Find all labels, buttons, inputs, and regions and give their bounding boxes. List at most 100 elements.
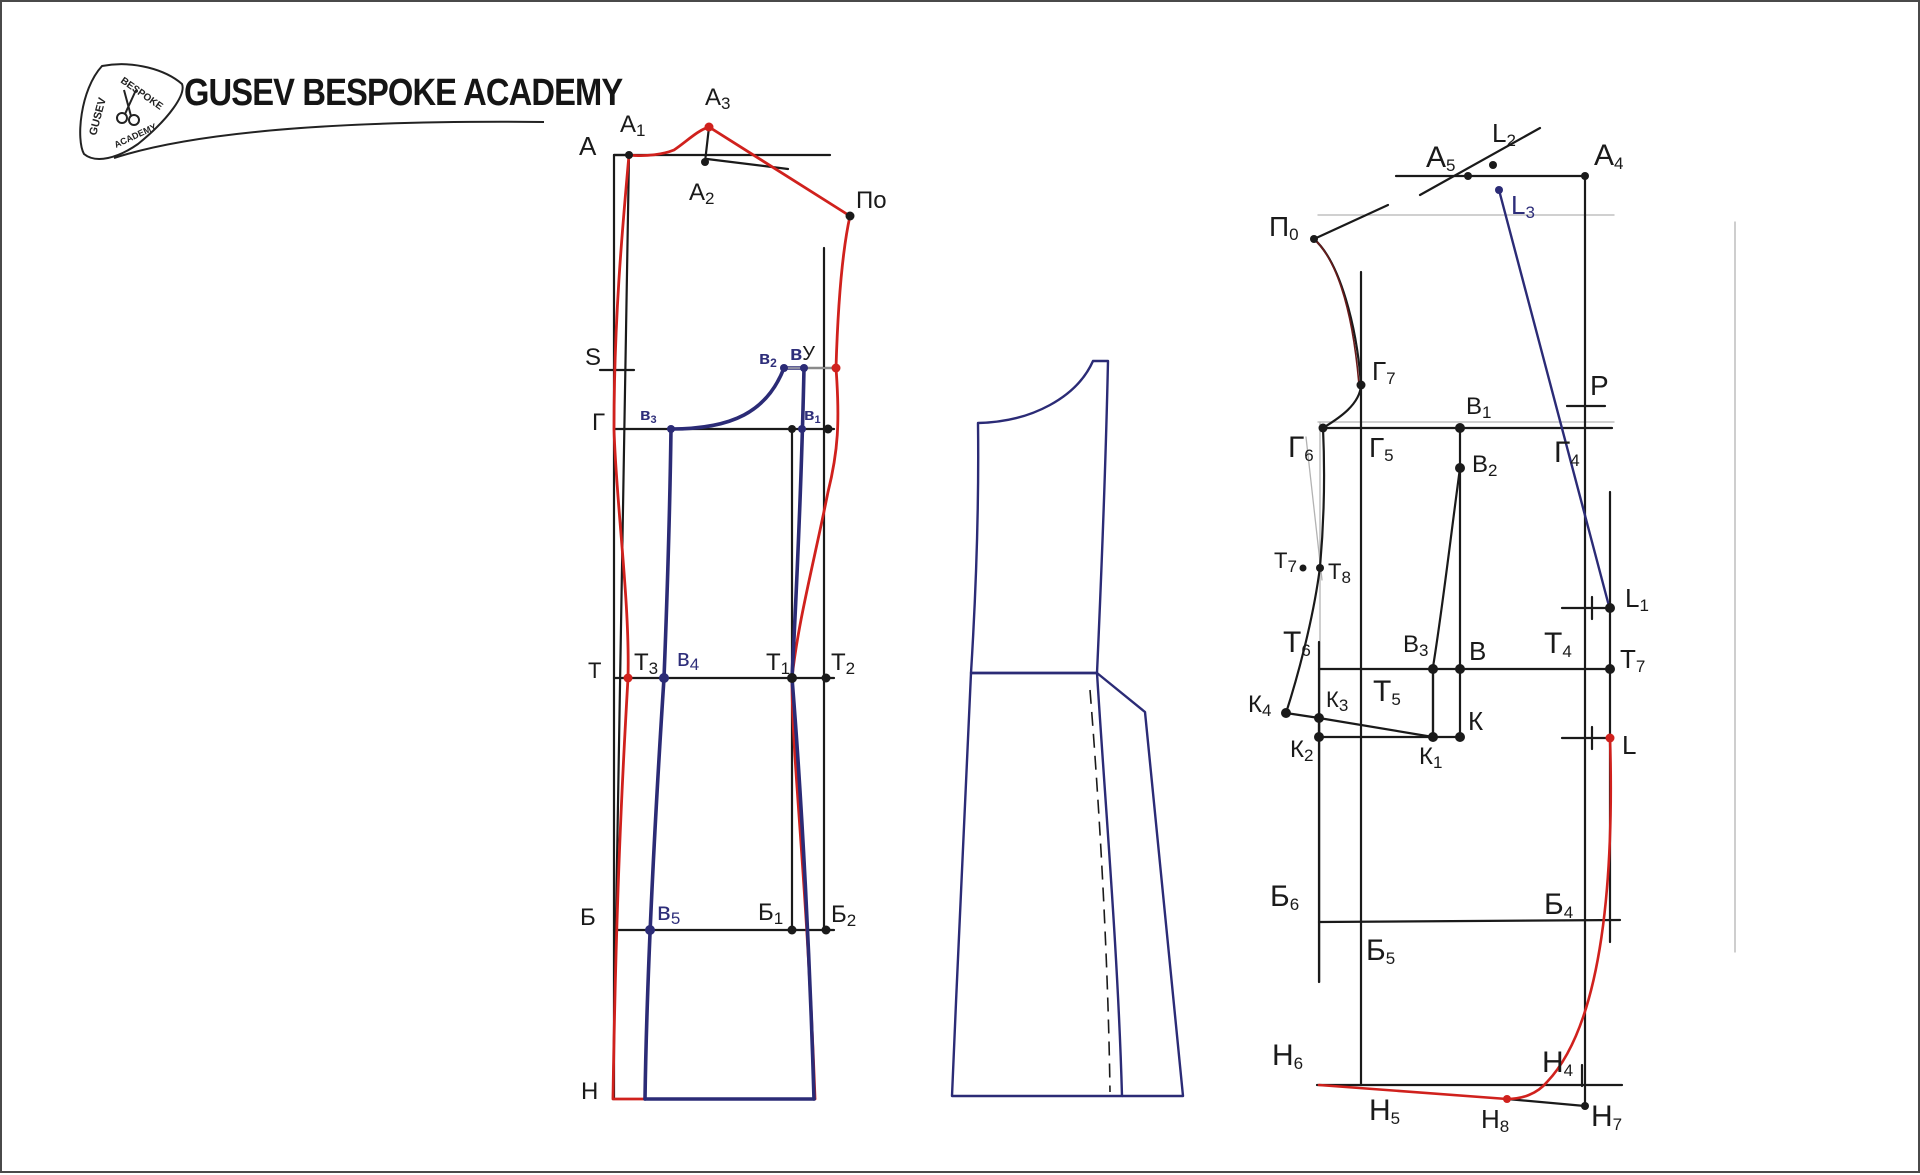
point-rB3 — [1428, 664, 1438, 674]
middle-dashed-line — [1089, 689, 1111, 1093]
label-B2v: в2 — [759, 348, 777, 370]
label-A2: А2 — [689, 179, 714, 208]
point-B5 — [645, 925, 655, 935]
label-rB1: В1 — [1466, 393, 1491, 422]
point-rK3 — [1314, 713, 1324, 723]
label-rG5: Г5 — [1369, 432, 1394, 465]
point-rG6 — [1318, 423, 1328, 433]
label-rT6: Т6 — [1283, 626, 1311, 660]
point-rG7 — [1356, 380, 1366, 390]
label-rL: L — [1622, 730, 1636, 760]
label-rK4: К4 — [1248, 691, 1271, 720]
point-Po — [845, 211, 855, 221]
label-Bb2: Б2 — [831, 901, 856, 930]
point-B1v — [788, 425, 796, 433]
point-rL — [1605, 733, 1615, 743]
emblem-swoosh — [113, 120, 545, 159]
label-A3: А3 — [705, 84, 730, 113]
point-rT7b — [1605, 664, 1615, 674]
point-rK — [1455, 732, 1465, 742]
label-VU: вУ — [790, 343, 815, 365]
label-rT5: Т5 — [1373, 675, 1401, 709]
point-B2v — [780, 364, 788, 372]
right-draft — [1281, 126, 1736, 1110]
point-rA4 — [1581, 172, 1589, 180]
point-rK2 — [1314, 732, 1324, 742]
point-B3v — [667, 425, 675, 433]
label-T1: Т1 — [766, 649, 790, 678]
left-labels: А А1 А3 А2 По S Г в2 вУ в3 в1 Т Т3 в4 Т1… — [579, 84, 887, 1105]
label-rL1: L1 — [1625, 583, 1649, 615]
label-A1: А1 — [620, 111, 645, 140]
right-gray-guides — [1305, 214, 1736, 983]
label-Bb: Б — [580, 904, 596, 931]
label-T: Т — [588, 658, 601, 683]
academy-emblem: GUSEV BESPOKE ACADEMY — [79, 63, 545, 160]
label-rG7: Г7 — [1372, 356, 1396, 388]
point-rB — [1455, 664, 1465, 674]
scissors-icon — [116, 89, 140, 126]
label-rN8: Н8 — [1481, 1104, 1509, 1136]
label-rP0: П0 — [1269, 211, 1299, 244]
left-blue-contour — [643, 366, 816, 1101]
point-rK1 — [1428, 732, 1438, 742]
point-rN8 — [1503, 1095, 1511, 1103]
point-rK4 — [1281, 708, 1291, 718]
label-rT7a: Т7 — [1274, 548, 1297, 576]
point-rL2 — [1489, 161, 1497, 169]
point-Bb1 — [787, 925, 797, 935]
label-rB6: Б6 — [1270, 880, 1299, 914]
label-rT4: Т4 — [1544, 627, 1572, 661]
middle-upper-piece — [969, 359, 1110, 675]
label-B1v: в1 — [804, 405, 821, 426]
point-B4 — [659, 673, 669, 683]
label-B4: в4 — [677, 645, 699, 674]
point-rP0 — [1310, 235, 1318, 243]
label-rL2: L2 — [1492, 118, 1516, 150]
label-Bb1: Б1 — [758, 899, 783, 928]
label-B5: в5 — [657, 896, 680, 928]
label-rT8: Т8 — [1328, 559, 1351, 587]
point-T2 — [821, 673, 831, 683]
label-G: Г — [592, 409, 605, 436]
label-B3v: в3 — [640, 405, 657, 426]
label-rK1: К1 — [1419, 743, 1442, 772]
left-points — [623, 122, 855, 935]
label-rN5: Н5 — [1369, 1094, 1400, 1128]
middle-panel — [950, 359, 1185, 1098]
point-U — [831, 363, 841, 373]
left-construction-lines — [598, 125, 838, 1101]
label-rT7b: Т7 — [1620, 644, 1645, 676]
brand-title: GUSEV BESPOKE ACADEMY — [184, 72, 623, 114]
point-G-right — [823, 424, 833, 434]
label-rN4: Н4 — [1542, 1046, 1573, 1080]
point-rL3 — [1495, 186, 1503, 194]
label-A: А — [579, 131, 597, 161]
label-rB5: Б5 — [1366, 934, 1395, 968]
point-B1v2 — [798, 425, 806, 433]
label-T2: Т2 — [831, 649, 855, 678]
label-rA5: А5 — [1426, 141, 1455, 175]
emblem-badge — [79, 63, 184, 160]
right-points — [1281, 161, 1615, 1110]
label-rB3: В3 — [1403, 631, 1428, 660]
point-A1 — [625, 151, 633, 159]
label-rG6: Г6 — [1288, 431, 1314, 465]
point-rA5 — [1464, 172, 1472, 180]
label-Po: По — [856, 187, 887, 214]
point-rN7 — [1581, 1102, 1589, 1110]
label-rK: К — [1468, 706, 1483, 736]
label-rP: Р — [1590, 370, 1609, 401]
point-Bb2 — [821, 925, 831, 935]
label-rN6: Н6 — [1272, 1039, 1303, 1073]
label-rK2: К2 — [1290, 736, 1313, 765]
label-T3: Т3 — [634, 649, 658, 678]
label-rL3: L3 — [1511, 190, 1535, 222]
label-N: Н — [581, 1078, 598, 1105]
label-rB2: В2 — [1472, 451, 1497, 480]
right-blue-line — [1497, 188, 1612, 612]
point-T3 — [623, 673, 633, 683]
label-rG4: Г4 — [1554, 436, 1580, 470]
